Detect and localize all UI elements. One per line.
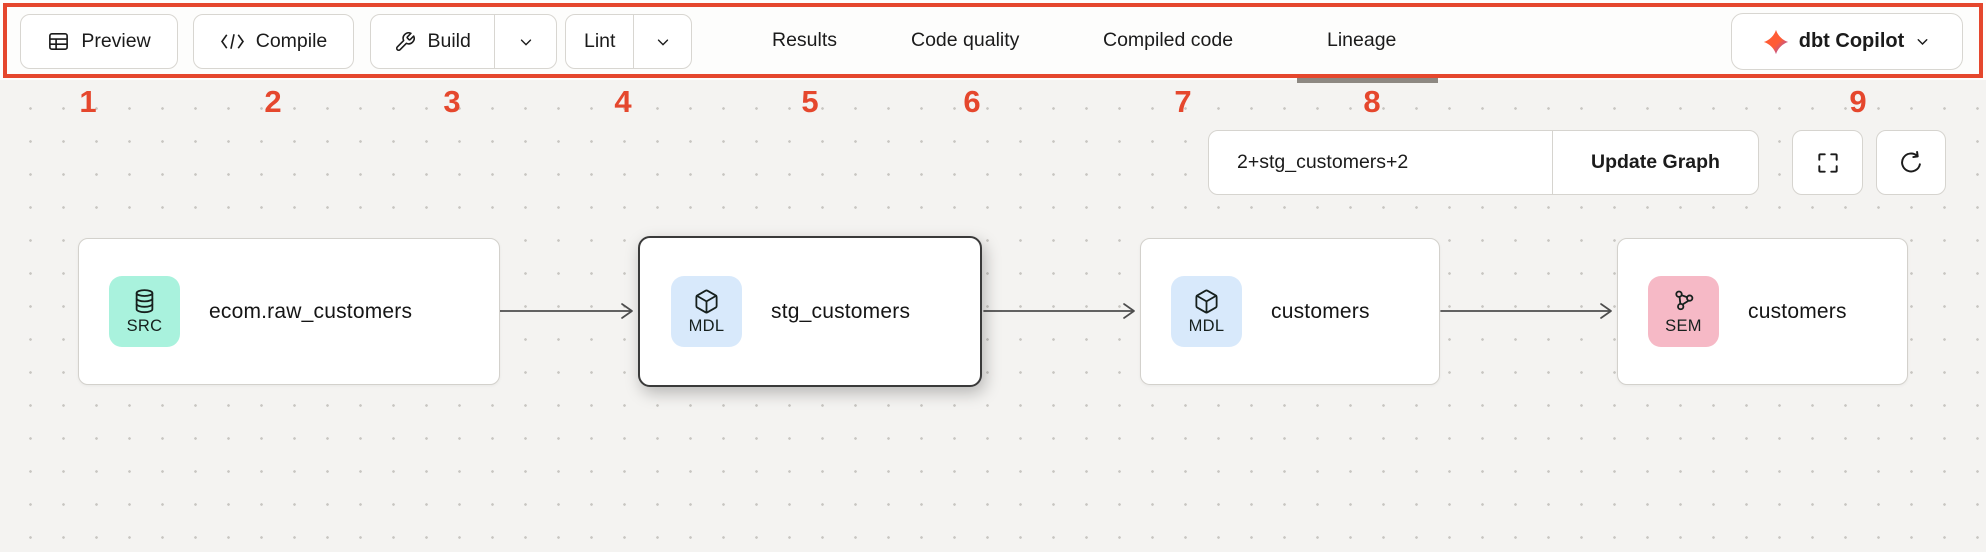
fullscreen-button[interactable]: [1792, 130, 1863, 195]
annotation-number-4: 4: [614, 84, 632, 119]
tab-lineage[interactable]: Lineage: [1327, 0, 1396, 80]
edge-arrowhead: [621, 303, 633, 319]
node-badge-mdl: MDL: [671, 276, 742, 347]
lineage-node-customers-semantic[interactable]: SEM customers: [1617, 238, 1908, 385]
chevron-down-icon: [1917, 39, 1928, 45]
node-badge-label: MDL: [1188, 316, 1225, 335]
build-dropdown-toggle[interactable]: [495, 15, 556, 68]
node-badge-label: SEM: [1665, 316, 1702, 335]
chevron-down-icon: [657, 38, 668, 46]
lint-split-button: Lint: [565, 14, 692, 69]
build-button[interactable]: Build: [371, 15, 496, 68]
edge-arrowhead: [1123, 303, 1135, 319]
editor-toolbar: Preview Compile Build Lint Results: [0, 0, 1986, 80]
lineage-selector: 2+stg_customers+2 Update Graph: [1208, 130, 1759, 195]
compile-button-label: Compile: [255, 30, 328, 52]
semantic-model-icon: [1675, 290, 1694, 310]
node-badge-label: MDL: [688, 316, 725, 335]
edge-arrowhead: [1600, 303, 1612, 319]
wrench-icon: [396, 31, 416, 51]
annotation-number-7: 7: [1174, 84, 1192, 119]
refresh-icon: [1901, 150, 1921, 172]
tab-code-quality-label: Code quality: [911, 28, 1020, 51]
lineage-node-stg-customers[interactable]: MDL stg_customers: [638, 236, 982, 387]
annotation-number-2: 2: [264, 84, 282, 119]
preview-button[interactable]: Preview: [20, 14, 178, 69]
annotation-number-6: 6: [963, 84, 981, 119]
node-badge-src: SRC: [109, 276, 180, 347]
lineage-node-source[interactable]: SRC ecom.raw_customers: [78, 238, 500, 385]
tab-code-quality[interactable]: Code quality: [911, 0, 1019, 80]
dbt-copilot-label: dbt Copilot: [1798, 30, 1905, 52]
tab-results-label: Results: [772, 28, 838, 51]
dbt-logo-icon: [1763, 29, 1788, 54]
node-label: ecom.raw_customers: [209, 299, 413, 323]
lint-dropdown-toggle[interactable]: [634, 15, 691, 68]
lint-button-label: Lint: [584, 30, 616, 52]
annotation-number-3: 3: [443, 84, 461, 119]
lineage-canvas[interactable]: 2+stg_customers+2 Update Graph SRC ecom.…: [0, 80, 1986, 552]
cube-icon: [1195, 289, 1218, 313]
active-tab-indicator: [1297, 76, 1438, 83]
table-icon: [49, 33, 69, 50]
lint-button[interactable]: Lint: [566, 15, 635, 68]
selector-input[interactable]: 2+stg_customers+2: [1209, 131, 1553, 194]
cube-icon: [695, 289, 718, 313]
node-label: stg_customers: [771, 299, 911, 323]
tab-compiled-code-label: Compiled code: [1103, 28, 1234, 51]
annotation-number-5: 5: [801, 84, 819, 119]
annotation-number-8: 8: [1363, 84, 1381, 119]
tab-compiled-code[interactable]: Compiled code: [1103, 0, 1233, 80]
chevron-down-icon: [520, 38, 531, 46]
tab-results[interactable]: Results: [772, 0, 837, 80]
lineage-node-customers-model[interactable]: MDL customers: [1140, 238, 1440, 385]
node-badge-sem: SEM: [1648, 276, 1719, 347]
annotation-number-1: 1: [79, 84, 97, 119]
build-button-label: Build: [427, 30, 471, 52]
tab-lineage-label: Lineage: [1327, 28, 1397, 51]
node-badge-label: SRC: [126, 316, 163, 335]
database-icon: [135, 288, 154, 313]
preview-button-label: Preview: [81, 30, 151, 52]
dbt-copilot-button[interactable]: dbt Copilot: [1731, 13, 1963, 70]
refresh-button[interactable]: [1876, 130, 1946, 195]
node-label: customers: [1748, 299, 1847, 323]
fullscreen-icon: [1817, 152, 1838, 173]
annotation-number-9: 9: [1849, 84, 1867, 119]
node-badge-mdl: MDL: [1171, 276, 1242, 347]
update-graph-button[interactable]: Update Graph: [1591, 151, 1720, 173]
node-label: customers: [1271, 299, 1370, 323]
code-icon: [220, 34, 244, 49]
compile-button[interactable]: Compile: [193, 14, 354, 69]
build-split-button: Build: [370, 14, 557, 69]
